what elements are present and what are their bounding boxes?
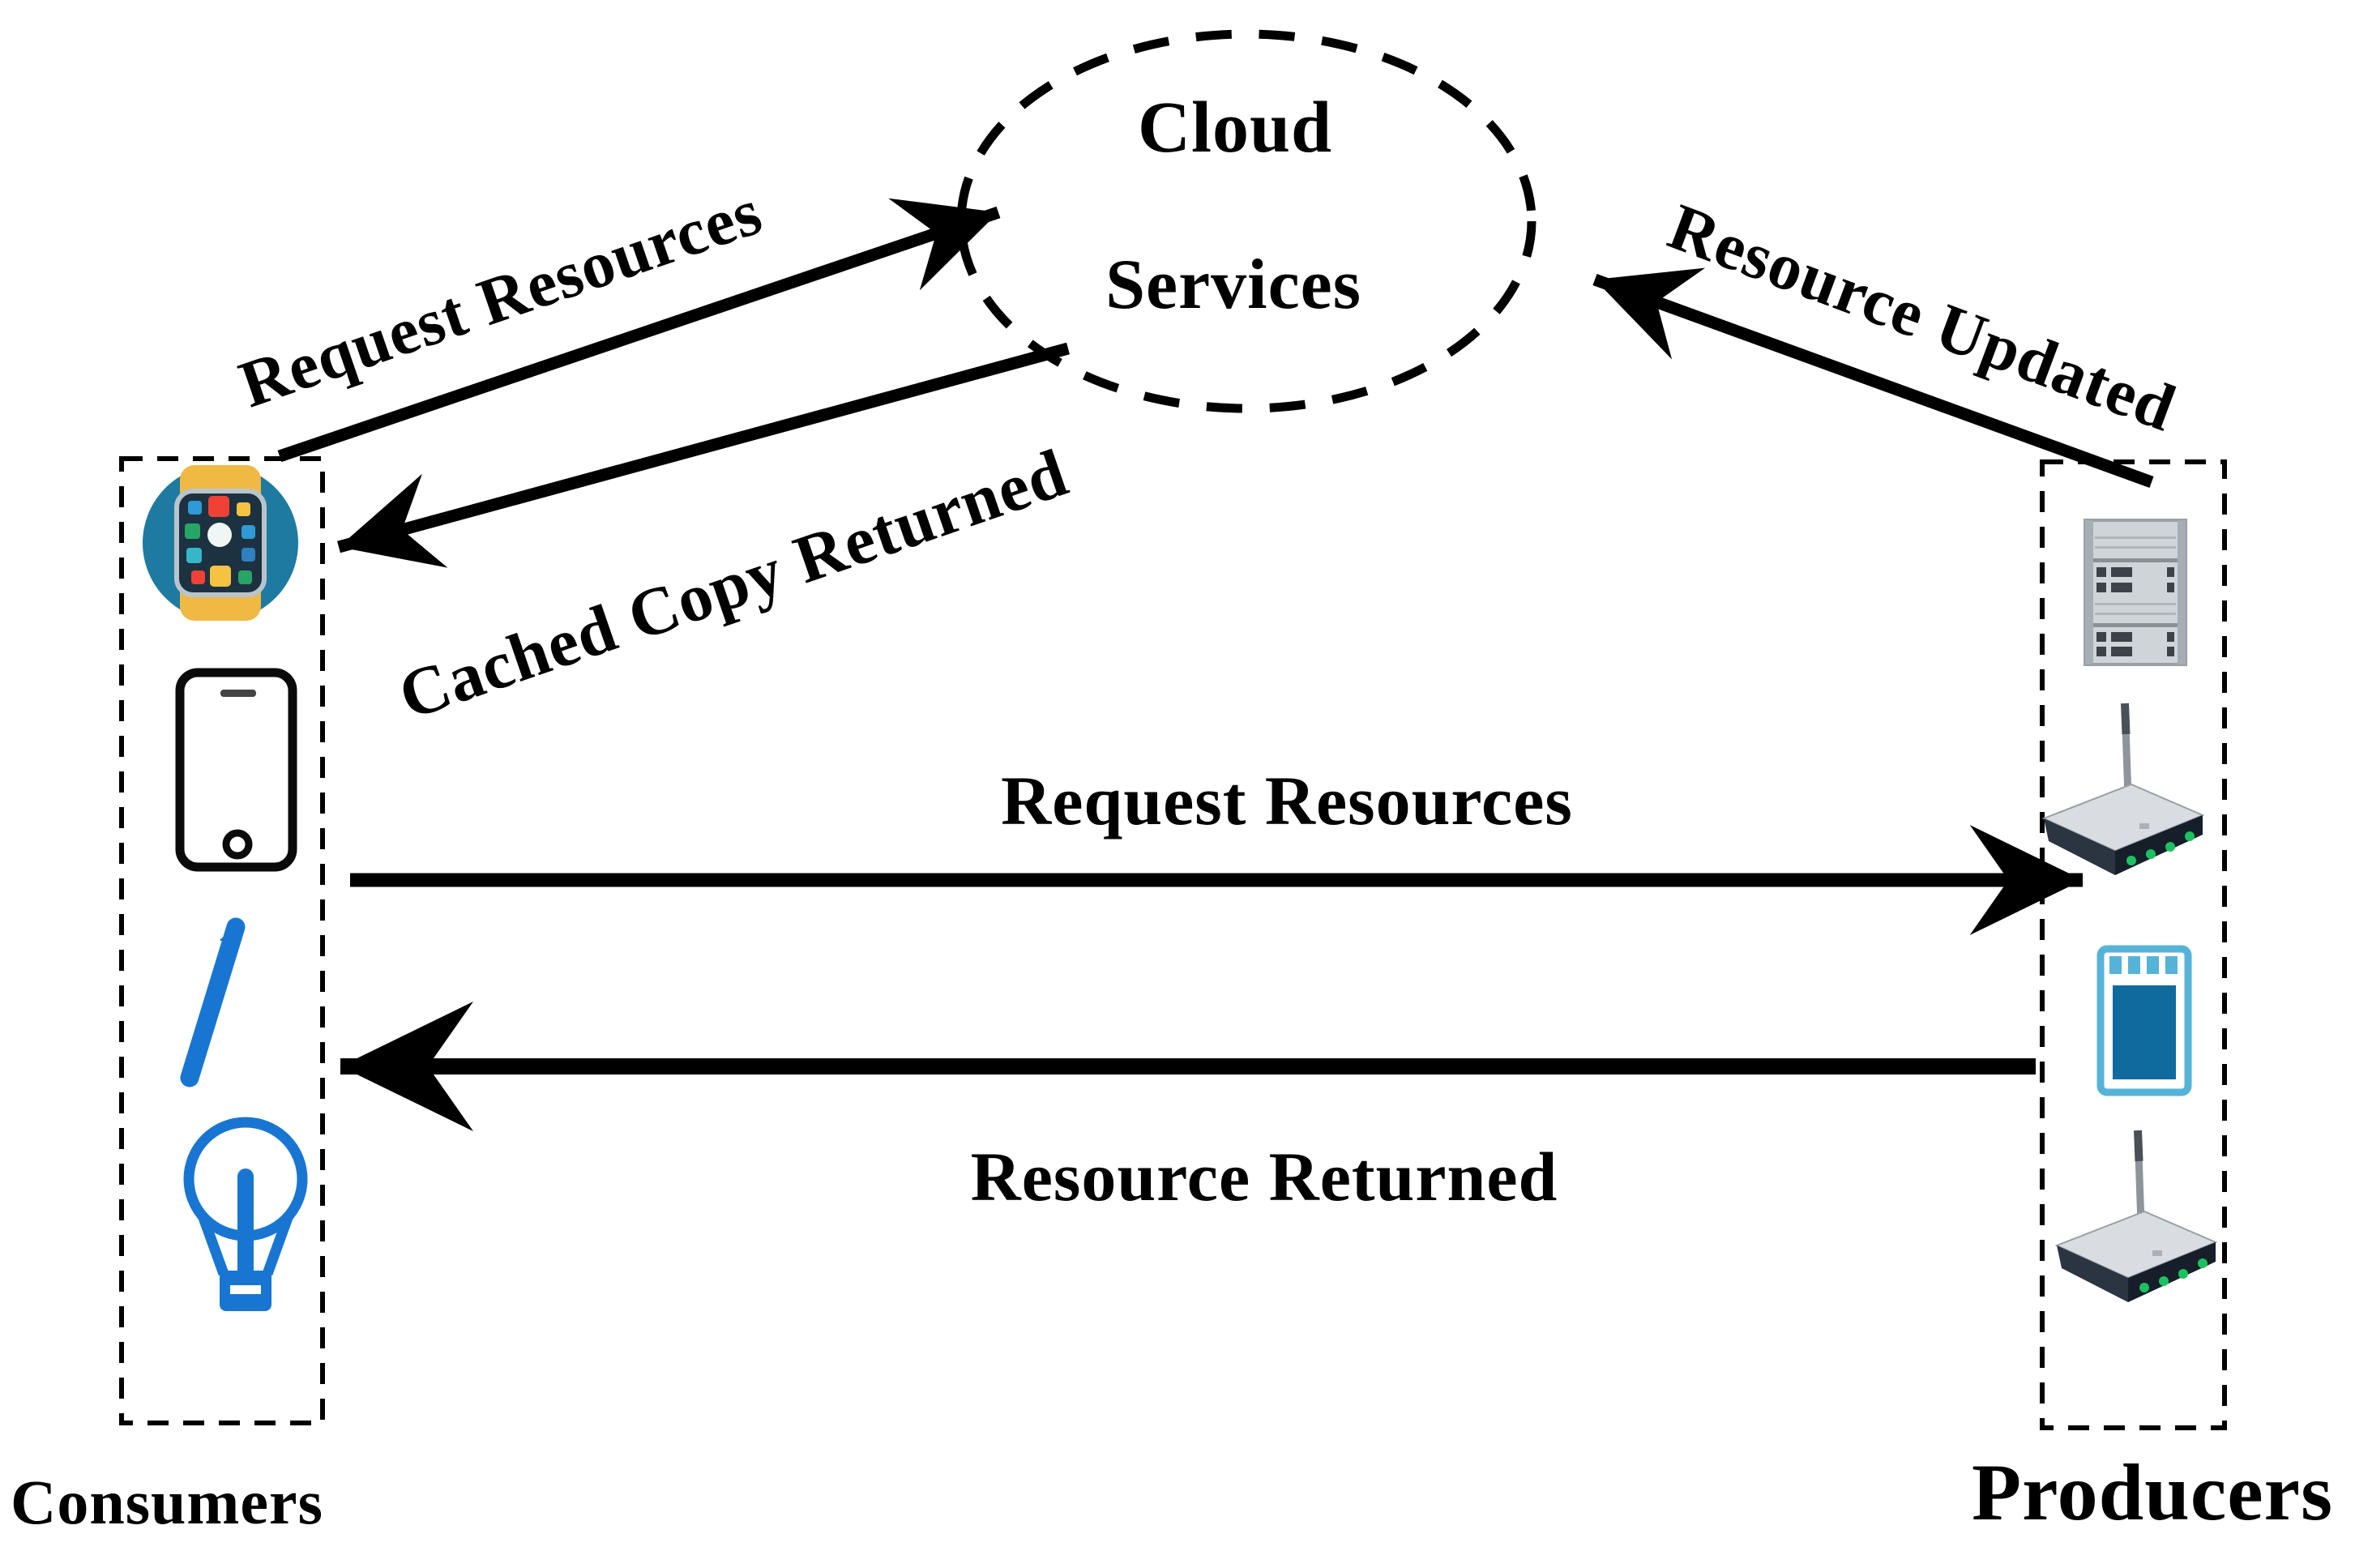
cloud-services-ellipse — [956, 29, 1537, 413]
arrow-request-resources-to-cloud — [277, 198, 1001, 463]
wireless-router-icon — [2044, 703, 2203, 875]
label-resource-returned: Resource Returned — [970, 1138, 1558, 1216]
arrow-resource-updated — [1592, 267, 2154, 489]
producers-group-label: Producers — [1972, 1447, 2333, 1537]
smartphone-icon — [175, 668, 297, 872]
cloud-label-line2: Services — [1105, 246, 1361, 324]
wireless-router-icon — [2057, 1130, 2216, 1302]
cloud-label-line1: Cloud — [1137, 88, 1333, 168]
producers-box — [2040, 459, 2227, 1430]
consumers-box — [119, 456, 325, 1425]
server-rack-icon — [2084, 519, 2187, 666]
smartwatch-icon — [143, 465, 298, 621]
label-request-resources-horizontal: Request Resources — [1001, 762, 1573, 840]
iot-module-icon — [2096, 945, 2192, 1096]
consumers-group-label: Consumers — [10, 1467, 324, 1537]
lightbulb-icon — [183, 1117, 308, 1311]
stylus-pen-icon — [180, 917, 246, 1087]
arrow-cached-copy-returned — [337, 342, 1070, 568]
